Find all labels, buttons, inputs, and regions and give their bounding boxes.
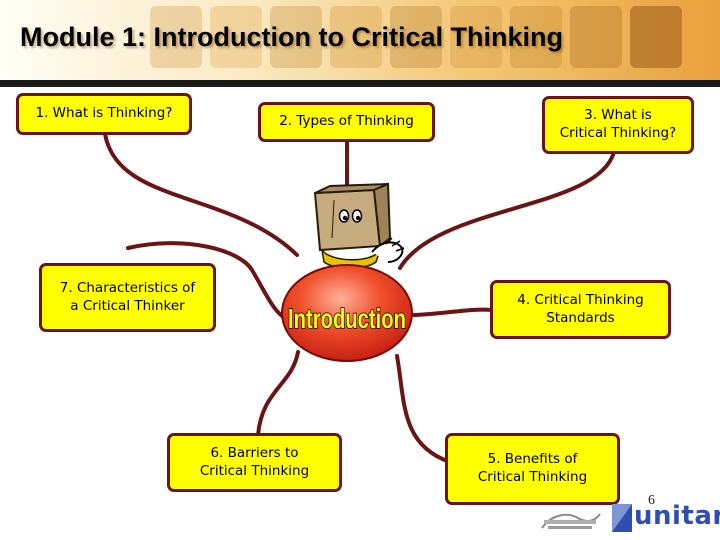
bag-head-thinker-illustration	[313, 182, 405, 269]
unitar-wordmark: unitar	[634, 501, 720, 531]
banner-image-tile	[150, 6, 202, 68]
connector-7	[126, 241, 284, 318]
node-what-is-thinking[interactable]: 1. What is Thinking?	[16, 93, 192, 135]
connector-6	[256, 350, 300, 437]
node-label-line2: Critical Thinking	[477, 469, 588, 485]
node-barriers-to-critical-thinking[interactable]: 6. Barriers to Critical Thinking	[167, 433, 342, 492]
center-node-label: Introduction	[288, 303, 406, 334]
connector-4	[412, 307, 494, 317]
title-divider	[0, 80, 720, 87]
center-node-shape	[281, 264, 413, 362]
banner-image-tile	[570, 6, 622, 68]
node-label-line1: 5. Benefits of	[487, 451, 578, 468]
node-label-line2: a Critical Thinker	[70, 297, 185, 314]
node-label-line2: Standards	[546, 309, 615, 326]
header-banner	[0, 0, 720, 80]
connector-3	[398, 150, 616, 270]
node-label-line2: Critical Thinking	[199, 462, 310, 479]
node-characteristics-of-critical-thinker[interactable]: 7. Characteristics of a Critical Thinker	[39, 263, 216, 332]
node-label-line1: 7. Characteristics of	[59, 279, 196, 296]
page-number: 6	[648, 493, 655, 508]
banner-image-tile	[630, 6, 682, 68]
banner-image-tile	[390, 6, 442, 68]
node-label-line1: 3. What is	[584, 107, 652, 124]
banner-image-tile	[450, 6, 502, 68]
node-benefits-of-critical-thinking[interactable]: 5. Benefits of Critical Thinking	[445, 433, 620, 505]
node-what-is-critical-thinking[interactable]: 3. What is Critical Thinking?	[542, 96, 694, 154]
slide-title: Module 1: Introduction to Critical Think…	[20, 22, 563, 52]
banner-image-tile	[270, 6, 322, 68]
banner-image-tile	[210, 6, 262, 68]
connector-5	[395, 354, 452, 464]
connector-1	[103, 132, 299, 257]
node-label: 2. Types of Thinking	[279, 113, 414, 130]
banner-image-tile	[330, 6, 382, 68]
node-label: 1. What is Thinking?	[35, 105, 173, 122]
unitar-logo-mark	[612, 504, 632, 532]
node-label-line1: 4. Critical Thinking	[517, 291, 644, 308]
unitar-logo: unitar	[612, 500, 720, 536]
node-types-of-thinking[interactable]: 2. Types of Thinking	[258, 102, 435, 142]
node-label-line1: 6. Barriers to	[210, 444, 299, 461]
publisher-logo-image	[541, 513, 601, 529]
banner-image-tile	[510, 6, 562, 68]
node-critical-thinking-standards[interactable]: 4. Critical Thinking Standards	[490, 280, 671, 339]
node-label-line2: Critical Thinking?	[559, 125, 677, 141]
